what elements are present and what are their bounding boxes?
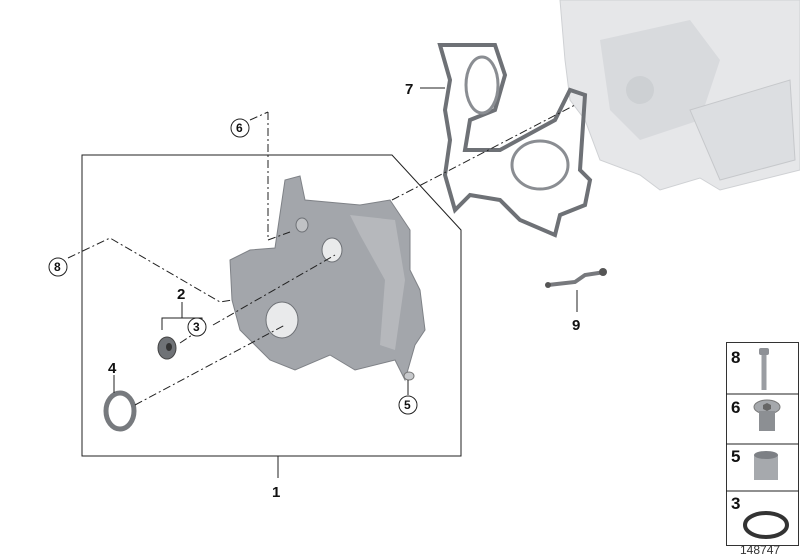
callout-5-circle (398, 395, 418, 415)
bolt-icon (759, 348, 769, 390)
legend-number-8: 8 (731, 348, 740, 367)
assembly-frame (81, 154, 462, 457)
callout-8: 8 (54, 260, 61, 274)
timing-cover-illustration (229, 175, 426, 382)
parts-legend: 8 6 5 3 (726, 342, 799, 546)
callout-8-circle (48, 257, 68, 277)
catalog-number: 148747 (740, 543, 780, 557)
engine-block-illustration (559, 0, 800, 191)
o-ring-icon (743, 511, 789, 539)
dowel-sleeve-icon (754, 451, 778, 480)
callout-6: 6 (236, 121, 243, 135)
callout-3: 3 (193, 320, 200, 334)
callout-6-circle (230, 118, 250, 138)
part-9-illustration (545, 268, 607, 288)
callout-2: 2 (177, 286, 185, 303)
callout-9: 9 (572, 317, 580, 334)
callout-7: 7 (405, 81, 413, 98)
callout-1: 1 (272, 484, 280, 501)
callout-5: 5 (404, 398, 411, 412)
legend-number-6: 6 (731, 398, 740, 417)
gasket-illustration (437, 43, 593, 238)
callout-4: 4 (108, 360, 117, 377)
legend-number-5: 5 (731, 447, 740, 466)
legend-number-3: 3 (731, 494, 740, 513)
radial-seal-illustration (103, 390, 137, 432)
screw-plug-icon (753, 399, 781, 431)
shaft-seal-illustration (157, 336, 177, 360)
callout-3-circle (187, 317, 207, 337)
